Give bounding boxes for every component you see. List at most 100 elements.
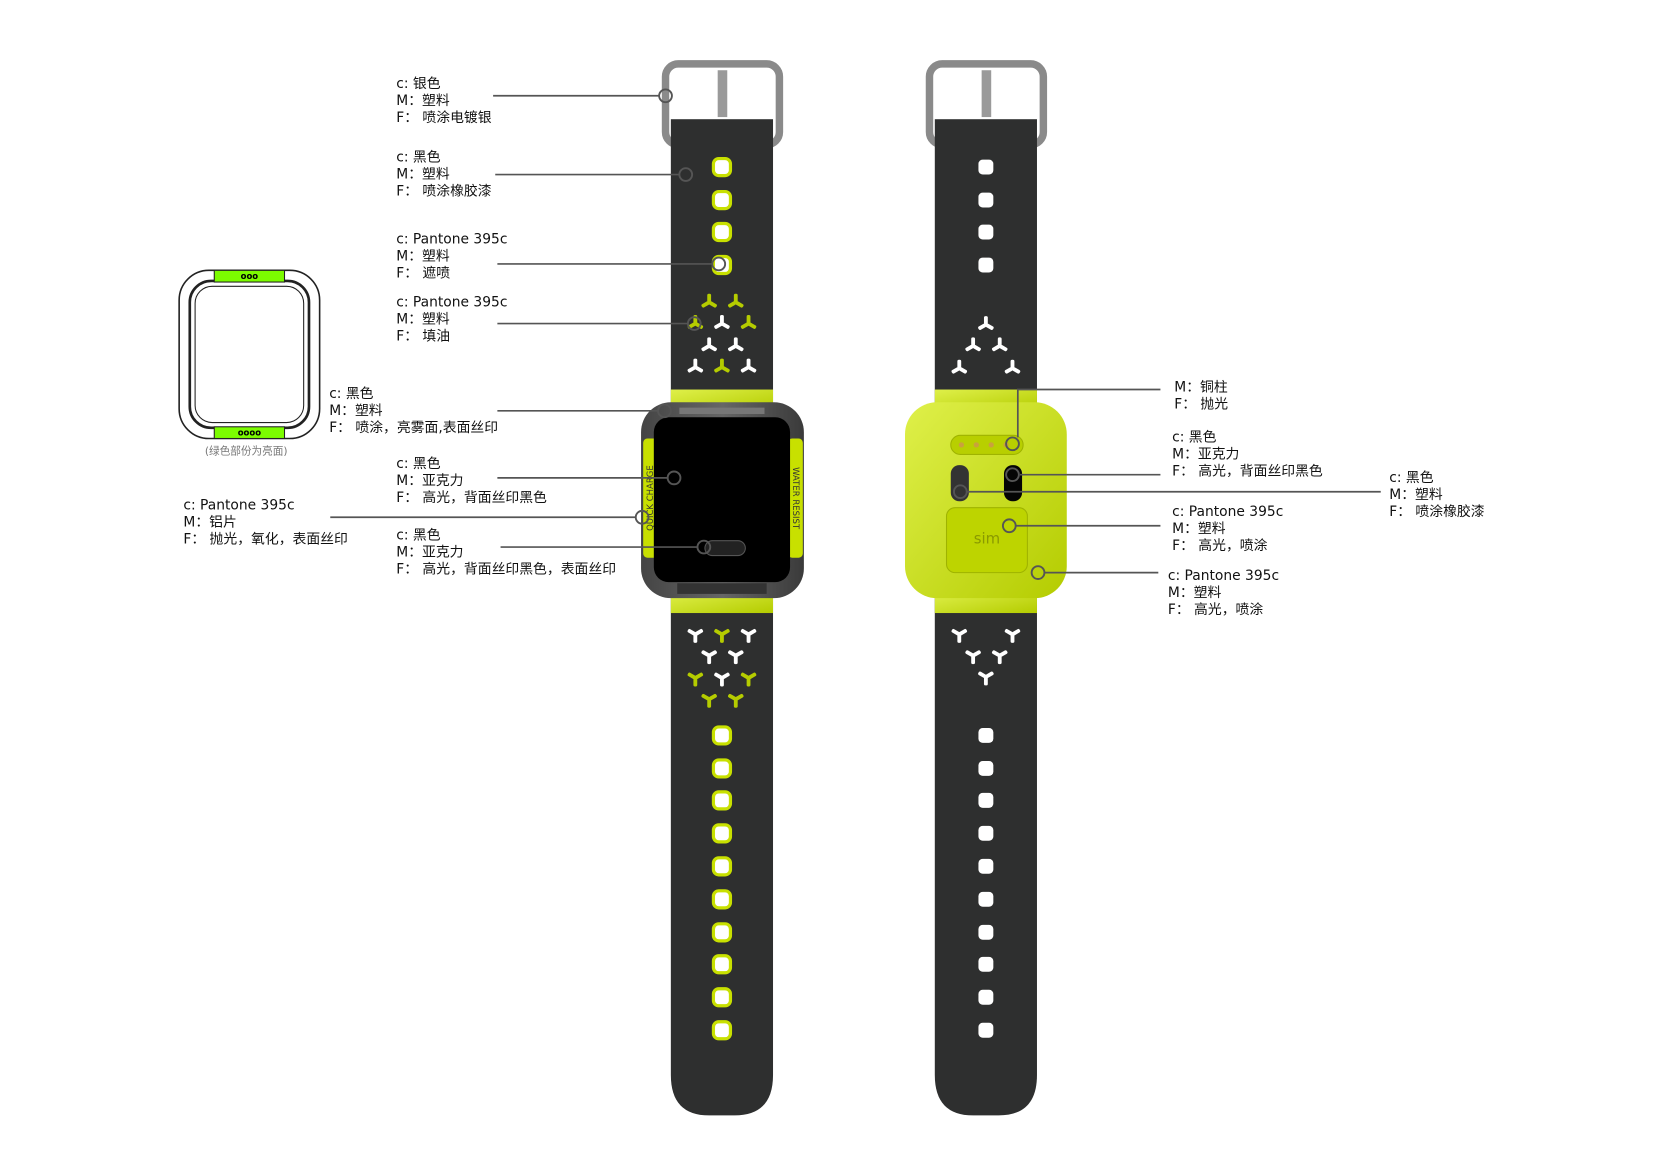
- callout-target-marker: [953, 484, 968, 500]
- callout-target-marker: [1005, 436, 1020, 452]
- strap-hole: [978, 825, 994, 841]
- tri-star-mark: [714, 628, 730, 643]
- callout-target-marker: [686, 316, 702, 331]
- callout-f-line: F： 喷涂橡胶漆: [396, 183, 491, 200]
- tri-star-mark: [1004, 359, 1021, 374]
- sim-label: sim: [974, 530, 1000, 548]
- strap-hole: [711, 221, 733, 243]
- callout-f-line: F： 遮喷: [396, 266, 450, 282]
- callout-f-line: F： 喷涂，亮雾面,表面丝印: [329, 419, 498, 436]
- strap-hole: [978, 792, 994, 808]
- tri-star-mark: [991, 337, 1008, 352]
- tri-star-mark: [701, 693, 717, 708]
- tri-star-mark: [714, 358, 730, 373]
- callout: c: 黑色M：塑料F： 喷涂橡胶漆: [953, 469, 1485, 520]
- tri-star-mark: [701, 293, 717, 308]
- callout-target-marker: [657, 403, 672, 419]
- callout-f-line: F： 高光，背面丝印黑色，表面丝印: [396, 560, 616, 577]
- strap-hole: [711, 987, 733, 1008]
- leader-line: [1016, 388, 1161, 438]
- side-plate-right: [787, 438, 803, 558]
- tri-star-mark: [728, 293, 744, 308]
- callout-c-line: c: 黑色: [396, 149, 440, 166]
- strap-bottom: [934, 596, 1037, 1116]
- callout-target-marker: [711, 256, 727, 272]
- strap-hole: [711, 758, 733, 779]
- tri-star-mark: [991, 650, 1008, 665]
- watch-front-view: QUICK CHARGE WATER RESIST: [641, 60, 804, 1116]
- strap-hole: [978, 956, 994, 972]
- callout-m-line: M：亚克力: [396, 473, 463, 489]
- callout-m-line: M：铜柱: [1174, 379, 1228, 395]
- home-button[interactable]: [704, 540, 746, 557]
- strap-hole: [978, 1022, 994, 1038]
- callout-f-line: F： 填油: [396, 328, 450, 344]
- callout-target-marker: [696, 539, 712, 555]
- tri-star-mark: [965, 650, 981, 665]
- strap-hole: [978, 159, 994, 175]
- tri-star-mark: [965, 337, 981, 352]
- tri-star-mark: [687, 672, 704, 687]
- strap-hole: [978, 257, 994, 273]
- callout: c: 黑色M：塑料F： 喷涂橡胶漆: [396, 149, 694, 200]
- strap-hole: [978, 891, 994, 907]
- callout-f-line: F： 抛光，氧化，表面丝印: [183, 532, 347, 548]
- callout-m-line: M：塑料: [1172, 521, 1226, 537]
- tri-star-mark: [687, 358, 704, 373]
- callout-target-marker: [658, 88, 673, 104]
- callout-m-line: M：亚克力: [1172, 446, 1239, 462]
- pogo-pin-strip: [950, 434, 1024, 455]
- callout-target-marker: [1001, 518, 1017, 534]
- callout-m-line: M：塑料: [396, 311, 450, 327]
- callout-c-line: c: 银色: [396, 75, 440, 92]
- callout-target-marker: [634, 509, 650, 525]
- strap-hole: [978, 989, 994, 1005]
- callout-f-line: F： 喷涂电镀银: [396, 109, 491, 126]
- callout-c-line: c: Pantone 395c: [183, 498, 294, 514]
- tri-star-mark: [951, 628, 968, 643]
- callout-c-line: c: Pantone 395c: [396, 231, 507, 247]
- strap-hole: [711, 790, 733, 811]
- callout-f-line: F： 高光，背面丝印黑色: [1172, 462, 1323, 479]
- strap-hole: [711, 189, 733, 211]
- callout-c-line: c: 黑色: [329, 385, 373, 402]
- callout-target-marker: [1005, 467, 1020, 483]
- strap-hole: [711, 856, 733, 877]
- watch-back-view: sim: [905, 60, 1067, 1116]
- tri-star-mark: [1004, 628, 1021, 643]
- chin-plate: [677, 583, 767, 594]
- tri-star-mark: [978, 671, 994, 686]
- water-resist-text: WATER RESIST: [790, 467, 800, 530]
- tri-star-mark: [951, 359, 968, 374]
- callout-f-line: F： 高光，背面丝印黑色: [396, 489, 547, 506]
- strap-hole: [711, 254, 733, 276]
- callout-m-line: M：塑料: [329, 403, 383, 419]
- sim-cover[interactable]: [945, 507, 1028, 574]
- strap-hole: [978, 224, 994, 240]
- tri-star-mark: [728, 650, 744, 665]
- strap-holes-front: [711, 156, 733, 1041]
- tri-star-mark: [740, 315, 757, 329]
- tri-star-mark: [978, 316, 994, 330]
- strap-pattern-back: [951, 316, 1021, 686]
- callout-target-marker: [1030, 565, 1046, 580]
- strap-hole: [978, 760, 994, 776]
- tri-star-mark: [740, 628, 757, 643]
- tri-star-mark: [728, 337, 744, 352]
- strap-hole: [978, 727, 994, 743]
- callout-m-line: M：塑料: [396, 93, 450, 109]
- sketch-logo: ooo: [241, 272, 259, 282]
- callout: c: 黑色M：塑料F： 喷涂，亮雾面,表面丝印: [329, 385, 672, 436]
- callout-m-line: M：亚克力: [396, 544, 463, 560]
- callout-target-marker: [678, 167, 694, 182]
- tri-star-mark: [687, 628, 704, 643]
- strap-hole: [978, 924, 994, 940]
- speaker-grille: [679, 407, 765, 415]
- strap-hole: [711, 725, 733, 746]
- callout: c: 银色M：塑料F： 喷涂电镀银: [396, 75, 673, 126]
- callout-c-line: c: 黑色: [396, 455, 440, 472]
